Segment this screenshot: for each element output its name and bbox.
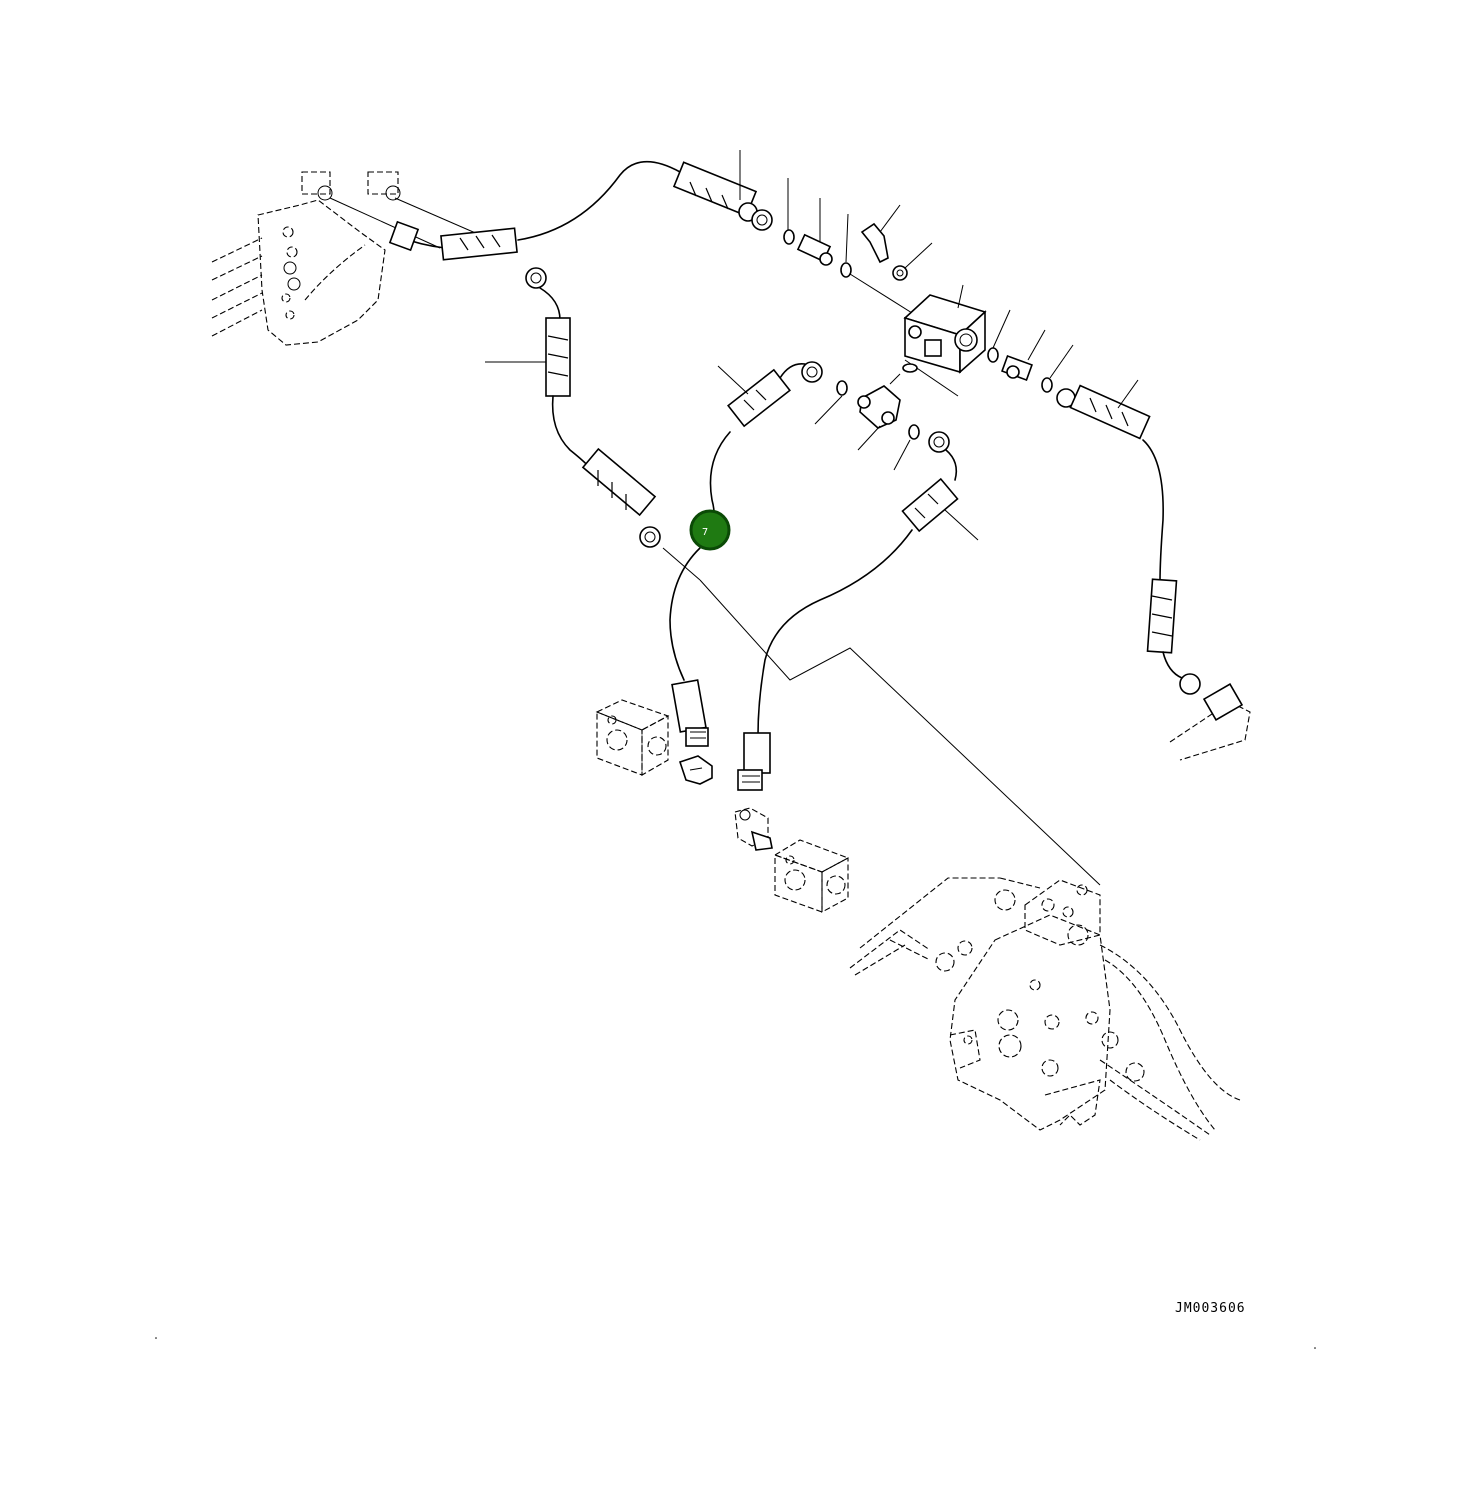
top-hose: [388, 150, 773, 261]
upper-left-bracket: [211, 171, 511, 346]
callout-7-badge[interactable]: [689, 509, 731, 551]
drawing-code: JM003606: [1175, 1301, 1246, 1316]
left-valve-block: [595, 699, 713, 785]
manifold-block: [902, 284, 987, 397]
right-middle-hose: [737, 431, 979, 791]
lower-valve-block: [734, 807, 850, 913]
main-valve-assembly: [849, 877, 1241, 1141]
scan-dot: [1314, 1347, 1316, 1349]
left-middle-hose: [485, 267, 1101, 886]
top-fittings: [783, 178, 933, 319]
right-hose: [987, 309, 1251, 761]
callout-7-number: 7: [702, 527, 708, 538]
scan-dot: [155, 1337, 157, 1339]
center-hose: [669, 361, 823, 747]
tee-fitting: [814, 373, 920, 471]
callout-7[interactable]: 7: [689, 509, 731, 551]
